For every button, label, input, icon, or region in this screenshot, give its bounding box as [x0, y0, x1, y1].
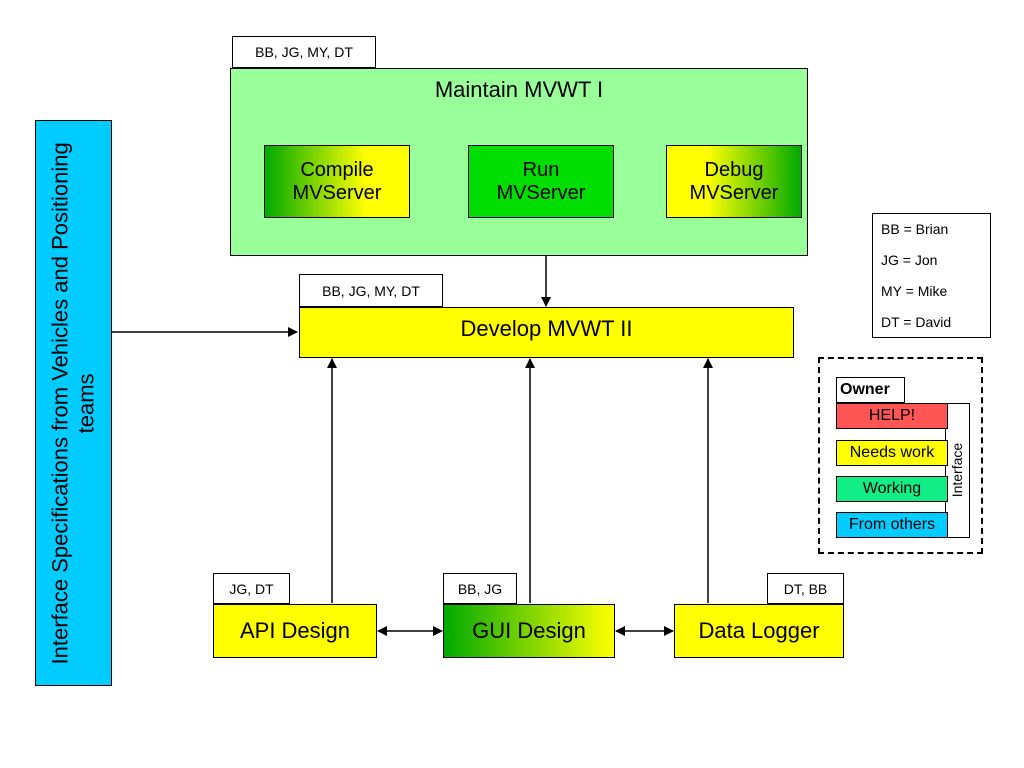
legend-interface-label: Interface	[949, 443, 966, 498]
develop-owners-tag: BB, JG, MY, DT	[299, 274, 443, 307]
gui-owners-tag: BB, JG	[443, 573, 517, 604]
legend-needs-work-swatch: Needs work	[836, 440, 948, 466]
maintain-owners-tag: BB, JG, MY, DT	[232, 36, 376, 68]
develop-title: Develop MVWT II	[460, 316, 633, 341]
gui-design-box: GUI Design	[443, 604, 615, 658]
api-owners-tag: JG, DT	[213, 573, 290, 604]
people-key-item: MY = Mike	[881, 283, 948, 299]
legend-help-swatch: HELP!	[836, 403, 948, 429]
legend-owner-label: Owner	[836, 377, 905, 403]
api-design-box: API Design	[213, 604, 377, 658]
interface-spec-bar: Interface Specifications from Vehicles a…	[35, 120, 112, 686]
legend-interface-box: Interface	[945, 403, 970, 538]
people-key-item: DT = David	[881, 314, 952, 330]
maintain-title: Maintain MVWT I	[434, 77, 604, 102]
people-key-item: BB = Brian	[881, 221, 949, 237]
data-logger-box: Data Logger	[674, 604, 844, 658]
run-mvserver-box: Run MVServer	[468, 145, 614, 218]
people-key: BB = Brian JG = Jon MY = Mike DT = David	[872, 213, 991, 338]
people-key-item: JG = Jon	[881, 252, 938, 268]
logger-owners-tag: DT, BB	[767, 573, 844, 604]
legend-working-swatch: Working	[836, 476, 948, 502]
interface-spec-label: Interface Specifications from Vehicles a…	[47, 141, 99, 665]
debug-mvserver-box: Debug MVServer	[666, 145, 802, 218]
legend-from-others-swatch: From others	[836, 512, 948, 538]
develop-mvwt-box: Develop MVWT II	[299, 307, 794, 358]
compile-mvserver-box: Compile MVServer	[264, 145, 410, 218]
